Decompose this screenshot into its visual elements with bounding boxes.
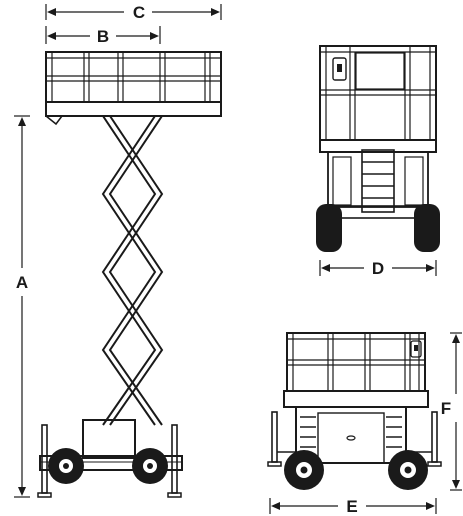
stowed-view-front-wheel xyxy=(284,450,324,490)
dimension-d: D xyxy=(319,259,437,278)
stowed-view-rear-wheel xyxy=(388,450,428,490)
dimension-label-b: B xyxy=(97,27,109,46)
dimension-label-f: F xyxy=(441,399,451,418)
side-view-front-wheel xyxy=(48,448,84,484)
side-view-platform xyxy=(45,51,222,126)
end-view-control-box xyxy=(332,57,347,81)
end-view-ladder xyxy=(361,149,395,213)
end-view-left-wheel xyxy=(316,204,342,252)
dimension-f: F xyxy=(441,332,462,491)
dimension-b: B xyxy=(45,26,161,46)
side-view-rear-wheel xyxy=(132,448,168,484)
end-view-lift xyxy=(316,45,440,252)
stowed-view-lift xyxy=(267,332,442,490)
dimension-label-d: D xyxy=(372,259,384,278)
dimension-a: A xyxy=(14,115,30,498)
dimension-label-c: C xyxy=(133,3,145,22)
side-view-lift xyxy=(37,51,222,498)
stowed-view-folded-scissor xyxy=(300,416,402,448)
dimension-label-e: E xyxy=(346,497,357,516)
dimension-c: C xyxy=(45,3,222,22)
end-view-right-wheel xyxy=(414,204,440,252)
side-view-scissor-arms xyxy=(100,115,165,426)
stowed-view-control-box xyxy=(410,340,422,358)
dimension-e: E xyxy=(269,497,437,516)
dimension-label-a: A xyxy=(16,273,28,292)
